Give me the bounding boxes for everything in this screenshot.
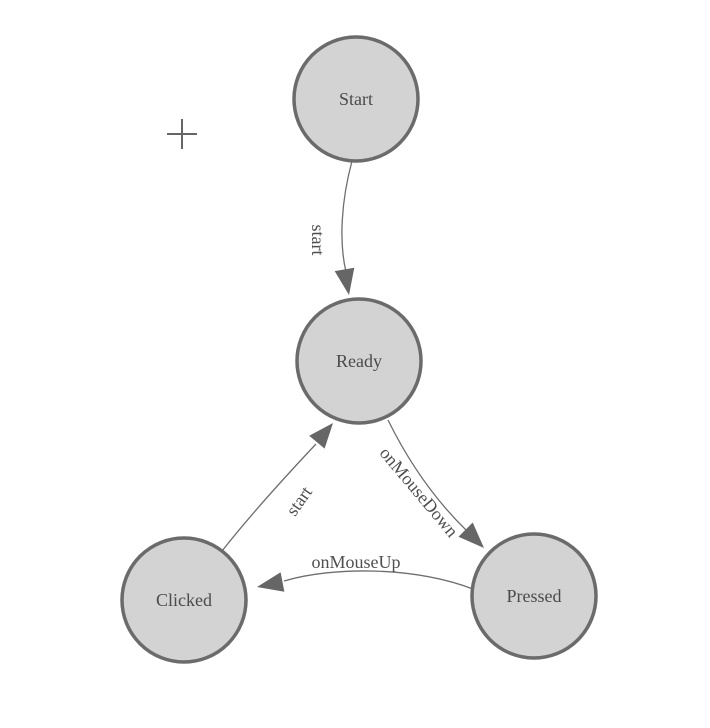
edge-path[interactable] <box>341 160 353 273</box>
edge-path[interactable] <box>387 419 467 531</box>
arrowhead-icon <box>334 267 355 295</box>
edge-label: onMouseDown <box>376 443 463 541</box>
state-node-clicked[interactable]: Clicked <box>120 536 248 664</box>
node-circle[interactable] <box>295 297 423 425</box>
edge-ready-to-pressed[interactable]: onMouseDown <box>376 419 484 548</box>
state-node-ready[interactable]: Ready <box>295 297 423 425</box>
node-circle[interactable] <box>292 35 420 163</box>
arrowhead-icon <box>257 572 285 592</box>
node-label: Pressed <box>507 586 562 606</box>
crosshair-icon <box>167 119 197 149</box>
edge-label: onMouseUp <box>312 552 401 572</box>
edge-clicked-to-ready[interactable]: start <box>221 423 333 552</box>
state-node-start[interactable]: Start <box>292 35 420 163</box>
edge-path[interactable] <box>221 443 317 552</box>
arrowhead-icon <box>309 423 333 449</box>
edge-pressed-to-clicked[interactable]: onMouseUp <box>257 552 474 592</box>
node-label: Start <box>339 89 373 109</box>
node-label: Clicked <box>156 590 212 610</box>
arrowhead-icon <box>458 522 484 548</box>
edge-start-to-ready[interactable]: start <box>308 160 355 295</box>
node-label: Ready <box>336 351 382 371</box>
edge-label: start <box>282 483 316 520</box>
node-circle[interactable] <box>470 532 598 660</box>
edge-label: start <box>308 225 328 256</box>
node-circle[interactable] <box>120 536 248 664</box>
edge-path[interactable] <box>283 570 474 590</box>
state-node-pressed[interactable]: Pressed <box>470 532 598 660</box>
